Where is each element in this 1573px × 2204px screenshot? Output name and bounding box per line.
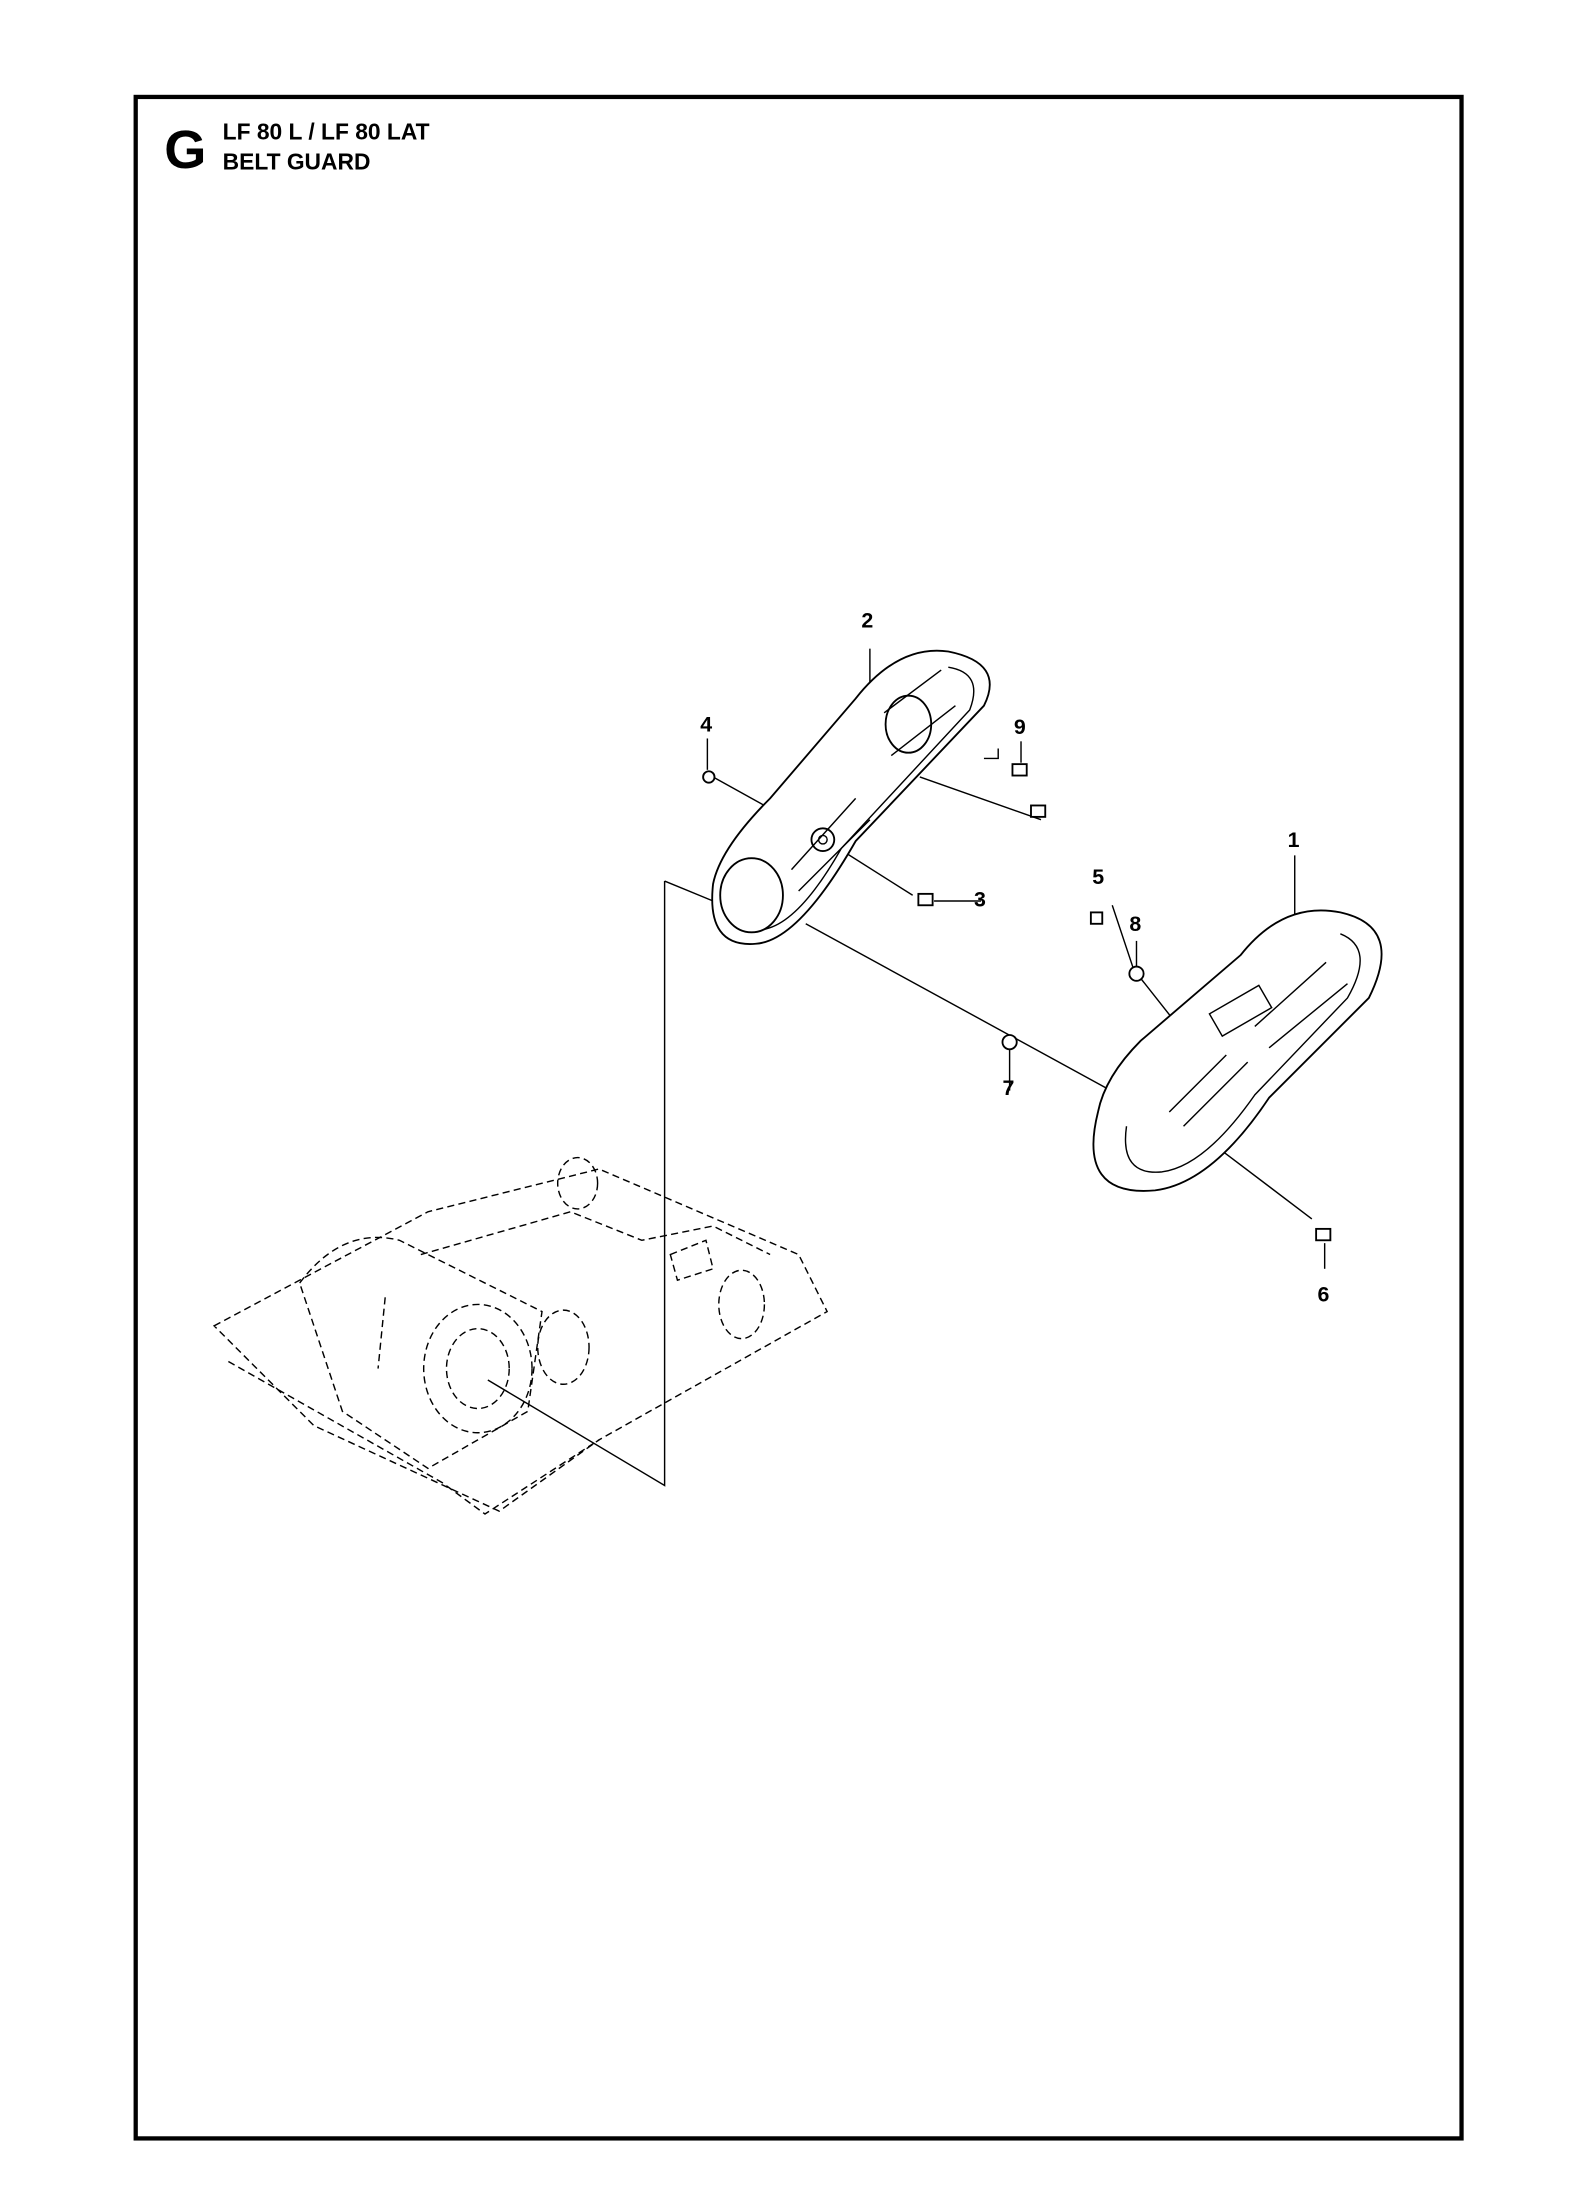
bolt-9b <box>1030 804 1047 818</box>
bolt-9 <box>1011 763 1028 777</box>
clip-7 <box>1001 1034 1018 1051</box>
callout-6: 6 <box>1318 1283 1330 1307</box>
model-title: LF 80 L / LF 80 LAT <box>223 119 430 145</box>
washer-8 <box>1128 965 1145 982</box>
callout-3: 3 <box>974 888 986 912</box>
bolt-3 <box>917 892 934 907</box>
section-title: BELT GUARD <box>223 149 371 175</box>
callout-9: 9 <box>1014 715 1026 739</box>
page-frame <box>133 94 1464 2141</box>
inner-belt-guard <box>711 649 991 945</box>
bolt-6 <box>1315 1227 1332 1242</box>
callout-2: 2 <box>861 608 873 632</box>
bolt-5 <box>1089 911 1104 925</box>
callout-1: 1 <box>1288 828 1300 852</box>
hardware <box>702 763 1332 1242</box>
outer-belt-guard <box>1092 909 1383 1192</box>
callout-5: 5 <box>1092 865 1104 889</box>
section-letter: G <box>164 120 206 180</box>
callout-4: 4 <box>700 712 712 736</box>
base-plate-reference <box>212 1156 829 1515</box>
callout-7: 7 <box>1002 1076 1014 1100</box>
nut-4 <box>702 770 716 784</box>
callout-8: 8 <box>1129 912 1141 936</box>
